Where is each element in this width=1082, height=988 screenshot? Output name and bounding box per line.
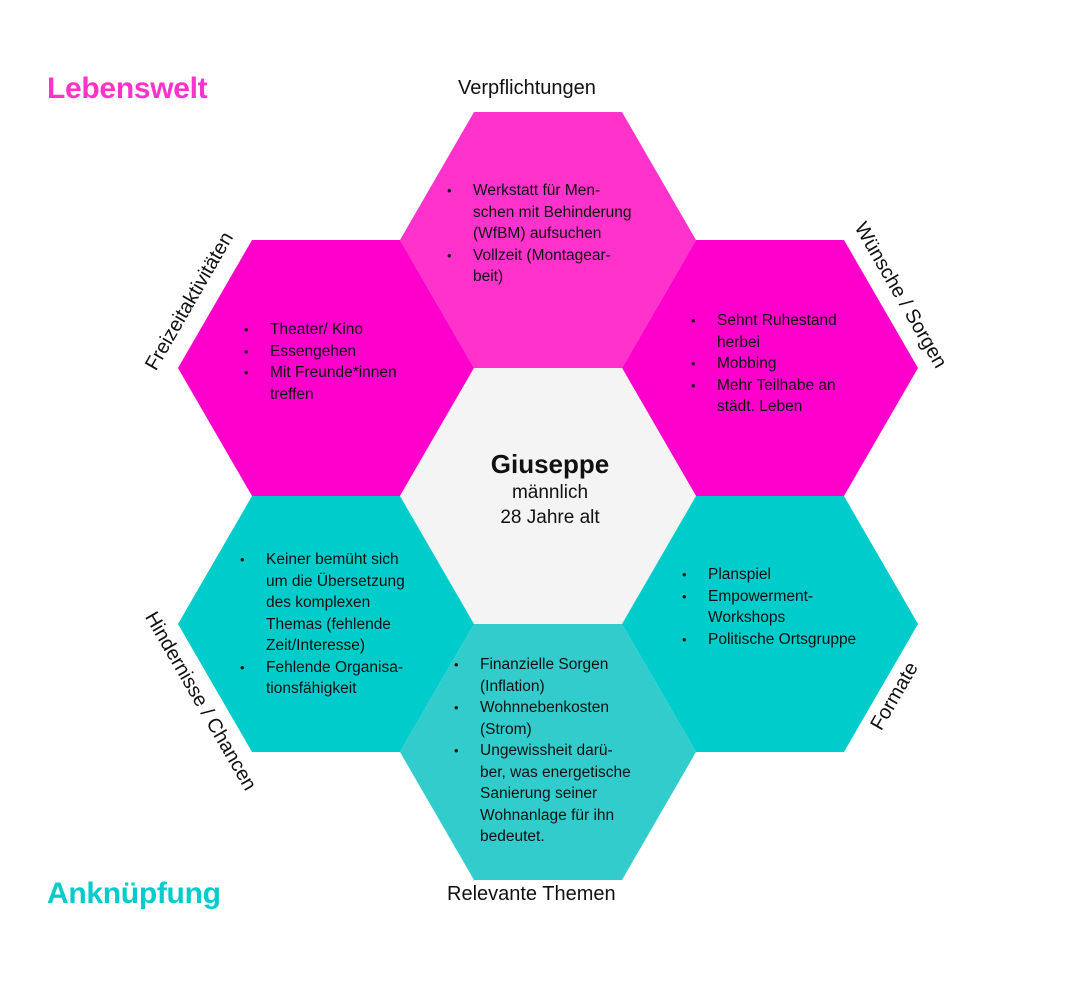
hex-center-persona: [400, 368, 696, 624]
list-item-line: städt. Leben: [717, 398, 803, 415]
persona-age: 28 Jahre alt: [500, 507, 600, 528]
list-item: Empowerment- Workshops: [682, 586, 856, 629]
list-item: Sehnt Ruhestand herbei: [691, 310, 837, 353]
list-item: Politische Ortsgruppe: [682, 629, 856, 651]
list-item-line: (Inflation): [480, 677, 545, 695]
list-item: Essengehen: [244, 341, 397, 363]
label-relevante-themen: Relevante Themen: [447, 883, 616, 905]
list-item-line: (WfBM) aufsuchen: [473, 225, 602, 242]
title-lebenswelt: Lebenswelt: [47, 72, 208, 105]
list-item-line: herbei: [717, 333, 761, 351]
persona-center: Giuseppe männlich 28 Jahre alt: [440, 448, 660, 530]
list-item-line: Planspiel: [708, 566, 771, 583]
list-formate: PlanspielEmpowerment- WorkshopsPolitische…: [682, 564, 856, 650]
list-verpflichtungen: Werkstatt für Men-schen mit Behinderung (…: [447, 180, 632, 288]
bullet-list: PlanspielEmpowerment- WorkshopsPolitische…: [682, 564, 856, 650]
list-item-line: Theater/ Kino: [270, 321, 364, 338]
bullet-list: Theater/ KinoEssengehenMit Freunde*innen…: [244, 319, 397, 405]
list-item-line: Zeit/Interesse): [266, 637, 366, 654]
list-item: Keiner bemüht sich um die Übersetzung des …: [240, 549, 405, 657]
list-item-line: Vollzeit (Montagear-: [473, 246, 611, 264]
list-item: Vollzeit (Montagear-beit): [447, 245, 632, 288]
list-item-line: Workshops: [708, 609, 786, 626]
list-item-line: Politische Ortsgruppe: [708, 630, 857, 648]
list-item-line: (Strom): [480, 720, 532, 738]
list-relevante-themen: Finanzielle Sorgen (Inflation) Wohnnebenko…: [454, 654, 631, 848]
list-item-line: Themas (fehlende: [266, 615, 391, 633]
list-item: Werkstatt für Men-schen mit Behinderung (…: [447, 180, 632, 245]
list-item-line: Mit Freunde*innen: [270, 364, 397, 381]
list-item-line: beit): [473, 268, 504, 285]
list-item-line: Mobbing: [717, 355, 777, 372]
list-item: Wohnnebenkosten (Strom): [454, 697, 631, 740]
list-item-line: Wohnanlage für ihn: [480, 806, 615, 824]
list-item: Mit Freunde*innen treffen: [244, 362, 397, 405]
list-item-line: Fehlende Organisa-: [266, 658, 403, 676]
list-item: Theater/ Kino: [244, 319, 397, 341]
list-item-line: Sehnt Ruhestand: [717, 312, 837, 329]
title-anknuepfung: Anknüpfung: [47, 877, 221, 910]
list-item: Ungewissheit darü-ber, was energetischeS…: [454, 740, 631, 848]
list-item-line: Sanierung seiner: [480, 785, 598, 802]
list-item-line: schen mit Behinderung: [473, 203, 632, 221]
list-item-line: bedeutet.: [480, 828, 545, 845]
list-item-line: Empowerment-: [708, 587, 814, 605]
list-item-line: ber, was energetische: [480, 763, 631, 781]
bullet-list: Finanzielle Sorgen (Inflation) Wohnnebenko…: [454, 654, 631, 848]
list-item-line: Keiner bemüht sich: [266, 551, 399, 568]
list-item-line: Wohnnebenkosten: [480, 699, 609, 716]
list-item-line: tionsfähigkeit: [266, 680, 357, 697]
list-hindernisse-chancen: Keiner bemüht sich um die Übersetzung des …: [240, 549, 405, 700]
list-item-line: Essengehen: [270, 342, 357, 360]
bullet-list: Werkstatt für Men-schen mit Behinderung (…: [447, 180, 632, 288]
list-item: Fehlende Organisa-tionsfähigkeit: [240, 657, 405, 700]
list-item-line: um die Übersetzung: [266, 572, 405, 590]
persona-name: Giuseppe: [490, 449, 610, 479]
list-item-line: des komplexen: [266, 594, 371, 611]
list-item-line: Mehr Teilhabe an: [717, 376, 836, 394]
list-freizeitaktivitaeten: Theater/ KinoEssengehenMit Freunde*innen…: [244, 319, 397, 405]
list-item-line: treffen: [270, 385, 314, 403]
list-item: Finanzielle Sorgen (Inflation): [454, 654, 631, 697]
list-item: Mehr Teilhabe an städt. Leben: [691, 375, 837, 418]
list-wuensche-sorgen: Sehnt Ruhestand herbeiMobbingMehr Teilhab…: [691, 310, 837, 418]
list-item: Planspiel: [682, 564, 856, 586]
list-item-line: Ungewissheit darü-: [480, 742, 613, 759]
bullet-list: Keiner bemüht sich um die Übersetzung des …: [240, 549, 405, 700]
label-verpflichtungen: Verpflichtungen: [458, 77, 596, 99]
list-item-line: Finanzielle Sorgen: [480, 656, 609, 673]
bullet-list: Sehnt Ruhestand herbeiMobbingMehr Teilhab…: [691, 310, 837, 418]
persona-gender: männlich: [511, 482, 589, 503]
list-item: Mobbing: [691, 353, 837, 375]
list-item-line: Werkstatt für Men-: [473, 182, 601, 199]
